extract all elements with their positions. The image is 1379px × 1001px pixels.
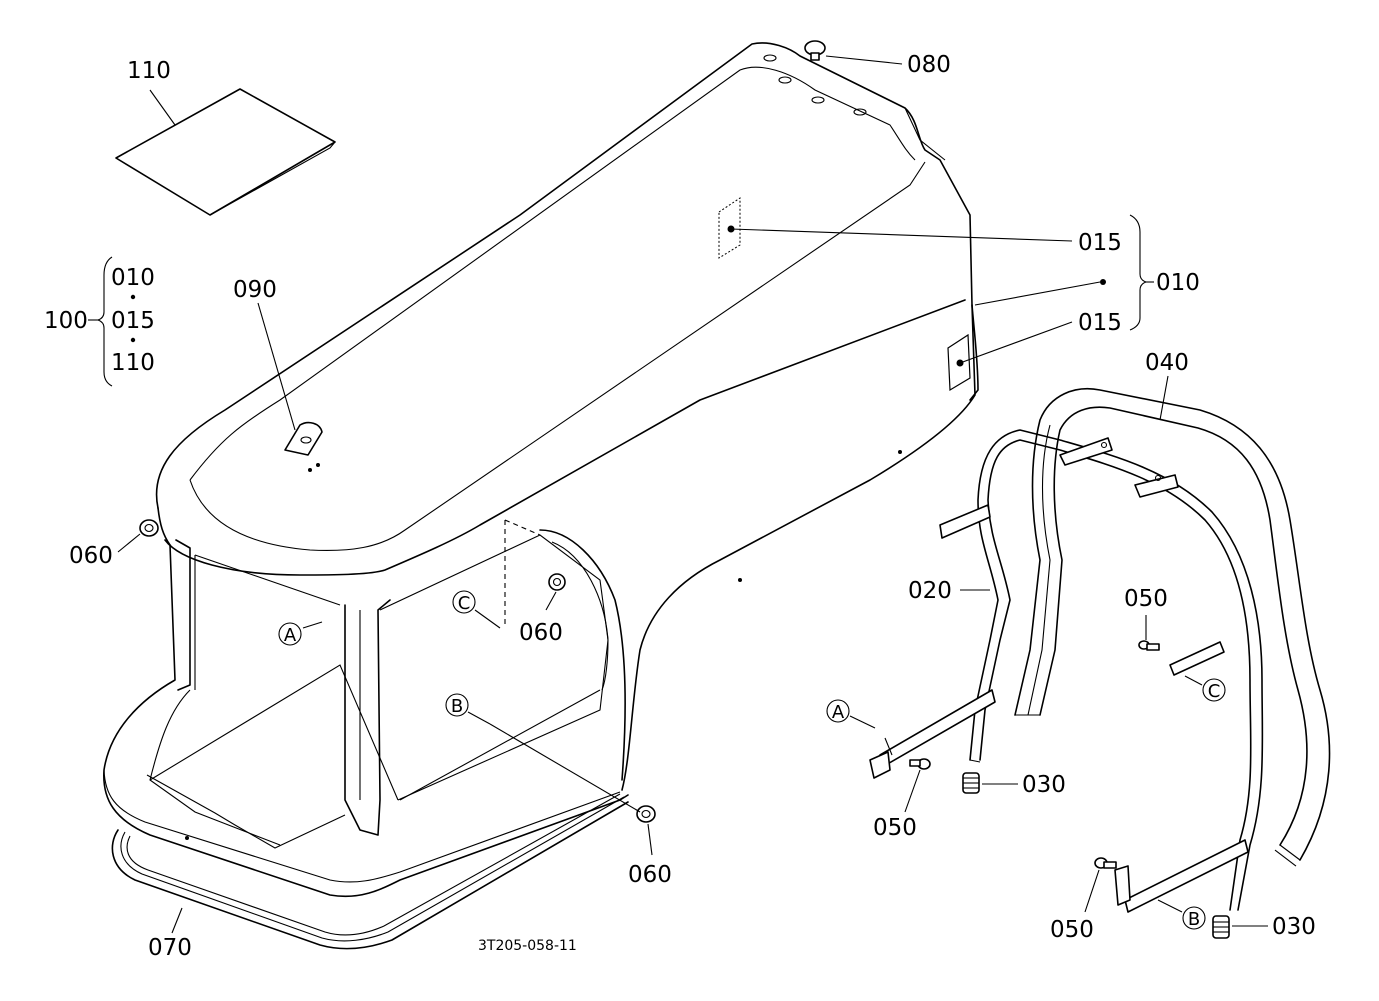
svg-text:B: B <box>1188 909 1200 930</box>
label-110: 110 <box>127 58 171 84</box>
svg-text:A: A <box>832 702 845 723</box>
label-080: 080 <box>907 52 951 78</box>
kit-item-110: 110 <box>111 350 155 376</box>
ref-a-bracket: A <box>826 699 876 729</box>
bolt-050-right <box>1138 640 1160 651</box>
label-010: 010 <box>1156 270 1200 296</box>
bolt-050-mid <box>909 758 931 770</box>
leader-015-lower <box>959 321 1073 364</box>
label-060-left: 060 <box>69 543 113 569</box>
label-050-mid: 050 <box>873 815 917 841</box>
bracket-a <box>869 689 996 779</box>
ref-c-canopy: C <box>452 590 501 629</box>
ref-a-canopy: A <box>278 621 323 646</box>
bracket-c <box>1169 641 1225 676</box>
manual-sheet <box>115 88 336 216</box>
kit-label: 100 <box>44 308 88 334</box>
kit-item-010: 010 <box>111 265 155 291</box>
label-060-bottom: 060 <box>628 862 672 888</box>
label-090: 090 <box>233 277 277 303</box>
label-030-bottom: 030 <box>1272 914 1316 940</box>
grommet-bottom <box>636 805 656 823</box>
grommet-left <box>139 519 159 537</box>
bracket-b <box>1114 839 1249 913</box>
bolt-050-bottom <box>1094 857 1117 869</box>
group-bracket-010 <box>1129 214 1148 331</box>
leader-010 <box>974 281 1101 306</box>
drawing-number: 3T205-058-11 <box>478 938 577 954</box>
cap-030-bottom <box>1212 915 1230 939</box>
kit-group-100 <box>88 256 136 387</box>
label-015-lower: 015 <box>1078 310 1122 336</box>
cap-030-mid <box>962 772 980 794</box>
label-060-mid: 060 <box>519 620 563 646</box>
leader-090 <box>257 302 296 431</box>
kit-item-015: 015 <box>111 308 155 334</box>
grommet-mid <box>548 573 566 591</box>
svg-text:C: C <box>1208 681 1221 702</box>
ref-c-bracket: C <box>1184 675 1226 702</box>
handle-090 <box>284 421 323 467</box>
frame-tube-020 <box>939 429 1264 911</box>
ref-b-canopy: B <box>445 693 641 813</box>
cover-040 <box>1014 388 1331 867</box>
seal-strip <box>111 793 629 950</box>
svg-text:A: A <box>284 625 297 646</box>
label-040: 040 <box>1145 350 1189 376</box>
label-020: 020 <box>908 578 952 604</box>
knob-080 <box>804 40 826 61</box>
leader-015-upper <box>730 228 1073 242</box>
label-050-bottom: 050 <box>1050 917 1094 943</box>
svg-text:B: B <box>451 696 463 717</box>
leader-110 <box>149 89 176 126</box>
ref-b-bracket: B <box>1157 899 1206 930</box>
leader-080 <box>825 55 903 65</box>
label-050-right: 050 <box>1124 586 1168 612</box>
svg-text:C: C <box>458 593 471 614</box>
label-015-upper: 015 <box>1078 230 1122 256</box>
canopy-body <box>103 42 979 898</box>
decal-upper <box>718 197 741 259</box>
label-070: 070 <box>148 935 192 961</box>
leader-070 <box>171 907 183 934</box>
leader-040 <box>1159 375 1169 421</box>
label-030-mid: 030 <box>1022 772 1066 798</box>
decal-lower <box>947 333 971 392</box>
